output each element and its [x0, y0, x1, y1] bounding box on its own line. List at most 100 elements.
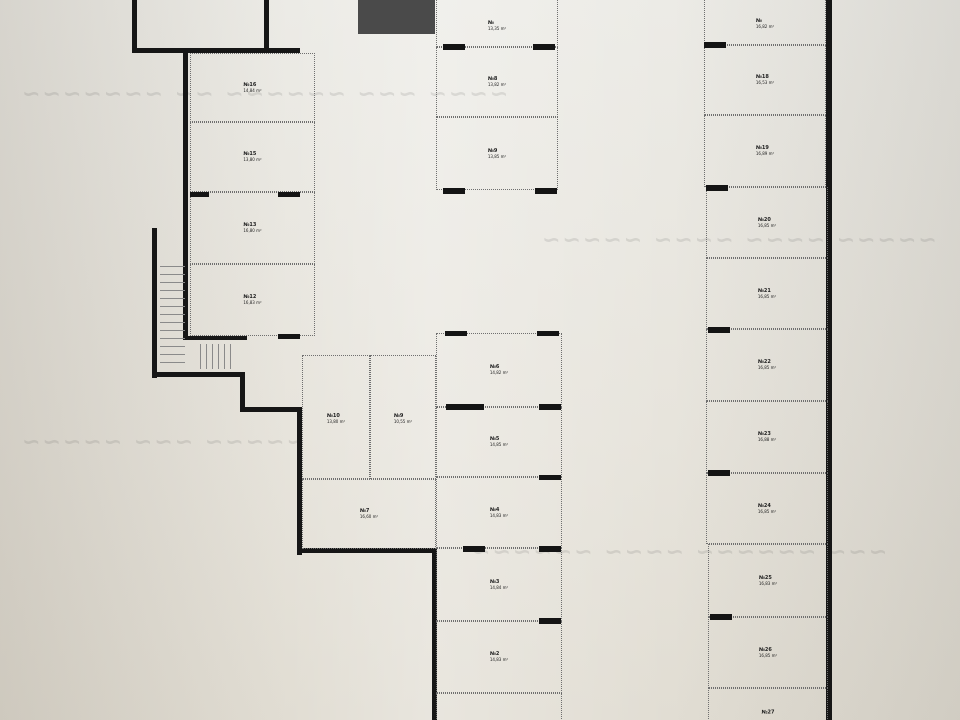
unit-area: 16,80 m² — [243, 228, 262, 233]
wall — [152, 372, 244, 377]
unit-number: №9 — [487, 147, 498, 154]
wall — [132, 0, 137, 52]
door-marker — [704, 42, 726, 48]
door-marker — [278, 334, 300, 339]
unit-area: 14,83 m² — [489, 512, 509, 518]
unit-number: №25 — [758, 574, 772, 581]
unit-number: №12 — [243, 294, 257, 300]
unit-area: 13,80 m² — [243, 157, 262, 162]
unit-number: № — [755, 17, 762, 24]
unit-number: №24 — [757, 502, 771, 509]
unit-number: №27 — [761, 709, 775, 716]
door-marker — [539, 546, 561, 552]
door-marker — [278, 192, 300, 197]
unit-number: №22 — [757, 359, 771, 365]
unit-number: №5 — [489, 436, 500, 442]
wall — [183, 53, 188, 340]
unit-area: 16,83 m² — [243, 300, 262, 305]
wall — [240, 372, 245, 412]
unit-area: 16,85 m² — [758, 652, 778, 658]
storage-unit — [436, 693, 562, 720]
unit-number: №10 — [326, 413, 340, 420]
wall — [152, 228, 157, 378]
unit-area: 14,85 m² — [489, 442, 509, 447]
wall — [297, 548, 436, 553]
wall — [826, 0, 832, 720]
unit-area: 16,88 m² — [757, 437, 777, 442]
unit-area: 16,89 m² — [755, 151, 775, 156]
unit-number: №21 — [757, 287, 771, 294]
storage-unit: №27 — [708, 688, 828, 720]
door-marker — [443, 44, 465, 50]
unit-number: №9 — [393, 413, 404, 420]
door-marker — [445, 331, 467, 336]
structural-column — [358, 0, 435, 34]
door-marker — [537, 331, 559, 336]
unit-number: №20 — [757, 216, 771, 223]
unit-number: №8 — [487, 76, 498, 82]
unit-number: №6 — [489, 364, 500, 370]
door-marker — [446, 404, 484, 410]
door-marker — [708, 327, 730, 333]
unit-area: 13,85 m² — [487, 153, 507, 159]
unit-number: №13 — [243, 222, 257, 228]
unit-area: 16,85 m² — [757, 293, 777, 299]
unit-number: №18 — [755, 74, 769, 80]
unit-number: №19 — [755, 145, 769, 151]
unit-number: №7 — [359, 508, 370, 514]
door-marker — [539, 404, 561, 410]
unit-area: 14,82 m² — [489, 370, 509, 375]
stairs — [160, 258, 185, 370]
unit-area: 13,82 m² — [487, 82, 507, 87]
door-marker — [535, 188, 557, 194]
unit-area: 16,85 m² — [757, 222, 777, 228]
unit-area: 14,84 m² — [243, 87, 262, 93]
unit-area: 13,80 m² — [326, 419, 346, 425]
door-marker — [706, 185, 728, 191]
door-marker — [708, 470, 730, 476]
unit-area: 16,85 m² — [757, 365, 777, 370]
door-marker — [190, 192, 209, 197]
unit-number: №3 — [489, 578, 500, 585]
wall — [240, 407, 302, 412]
unit-label: №27 — [762, 710, 775, 715]
wall — [183, 336, 247, 340]
